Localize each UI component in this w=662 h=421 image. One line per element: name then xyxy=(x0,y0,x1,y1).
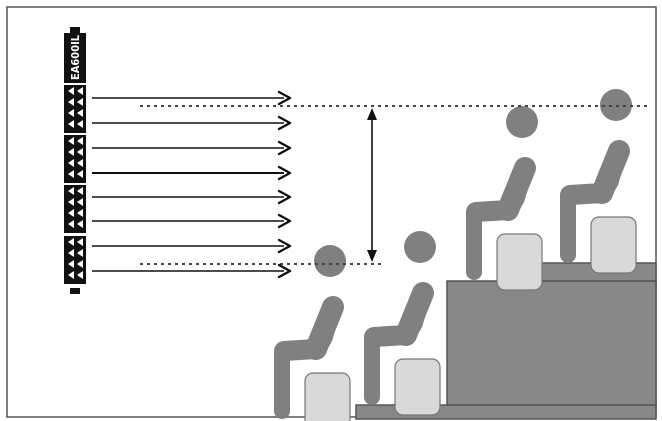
chair xyxy=(590,216,637,274)
projection-arrow xyxy=(92,140,292,156)
driver-triangle-icon xyxy=(68,98,74,106)
arrowhead-down-icon xyxy=(367,250,377,262)
arrowhead-right-icon xyxy=(277,238,292,254)
upper-riser xyxy=(446,280,657,406)
arm xyxy=(315,306,341,358)
speaker-model-label: EA600IL xyxy=(69,34,82,80)
driver-triangle-icon xyxy=(77,209,83,217)
driver-triangle-icon xyxy=(68,137,74,145)
arrowhead-up-icon xyxy=(367,108,377,120)
driver-triangle-icon xyxy=(77,137,83,145)
speaker-module xyxy=(64,135,86,183)
seated-person xyxy=(274,245,351,421)
head xyxy=(314,245,346,277)
driver-triangle-icon xyxy=(77,98,83,106)
projection-arrow xyxy=(92,238,292,254)
speaker-module xyxy=(64,185,86,233)
arm xyxy=(507,167,533,219)
seated-person xyxy=(364,231,441,416)
arrowhead-right-icon xyxy=(277,213,292,229)
arm xyxy=(405,292,431,344)
driver-triangle-icon xyxy=(68,271,74,279)
chair xyxy=(496,233,543,291)
driver-triangle-icon xyxy=(68,170,74,178)
arrowhead-right-icon xyxy=(277,140,292,156)
driver-triangle-icon xyxy=(77,148,83,156)
driver-triangle-icon xyxy=(68,209,74,217)
driver-triangle-icon xyxy=(77,87,83,95)
projection-arrow xyxy=(92,90,292,106)
arrowhead-right-icon xyxy=(277,90,292,106)
projection-arrow xyxy=(92,213,292,229)
projection-arrow xyxy=(92,165,292,181)
chair xyxy=(394,358,441,416)
audience xyxy=(274,89,637,421)
driver-triangle-icon xyxy=(77,198,83,206)
speaker-label-panel xyxy=(64,33,86,83)
driver-triangle-icon xyxy=(77,238,83,246)
driver-triangle-icon xyxy=(77,187,83,195)
driver-triangle-icon xyxy=(68,249,74,257)
driver-triangle-icon xyxy=(68,260,74,268)
speaker-module xyxy=(64,85,86,133)
driver-triangle-icon xyxy=(68,220,74,228)
driver-triangle-icon xyxy=(68,120,74,128)
driver-triangle-icon xyxy=(68,198,74,206)
speaker-top-cap xyxy=(70,27,80,33)
driver-triangle-icon xyxy=(68,187,74,195)
speaker-module xyxy=(64,236,86,284)
driver-triangle-icon xyxy=(68,238,74,246)
speaker-driver-stack xyxy=(64,85,86,284)
projection-arrow xyxy=(92,189,292,205)
driver-triangle-icon xyxy=(68,148,74,156)
arrowhead-right-icon xyxy=(277,165,292,181)
seated-person xyxy=(466,106,543,291)
projection-arrow xyxy=(92,115,292,131)
speaker-bottom-cap xyxy=(70,288,80,294)
coverage-height-arrow xyxy=(367,108,377,262)
driver-triangle-icon xyxy=(77,249,83,257)
driver-triangle-icon xyxy=(77,120,83,128)
line-array-speaker: EA600IL xyxy=(64,27,86,294)
sound-projection-arrows xyxy=(92,90,292,279)
chair xyxy=(304,372,351,421)
driver-triangle-icon xyxy=(77,159,83,167)
driver-triangle-icon xyxy=(77,220,83,228)
projection-arrow xyxy=(92,263,292,279)
driver-triangle-icon xyxy=(68,159,74,167)
head xyxy=(506,106,538,138)
arrowhead-right-icon xyxy=(277,189,292,205)
driver-triangle-icon xyxy=(68,87,74,95)
arrowhead-right-icon xyxy=(277,263,292,279)
driver-triangle-icon xyxy=(77,271,83,279)
driver-triangle-icon xyxy=(68,109,74,117)
driver-triangle-icon xyxy=(77,170,83,178)
arm xyxy=(601,150,627,202)
arrowhead-right-icon xyxy=(277,115,292,131)
seated-person xyxy=(560,89,637,274)
head xyxy=(404,231,436,263)
driver-triangle-icon xyxy=(77,260,83,268)
driver-triangle-icon xyxy=(77,109,83,117)
